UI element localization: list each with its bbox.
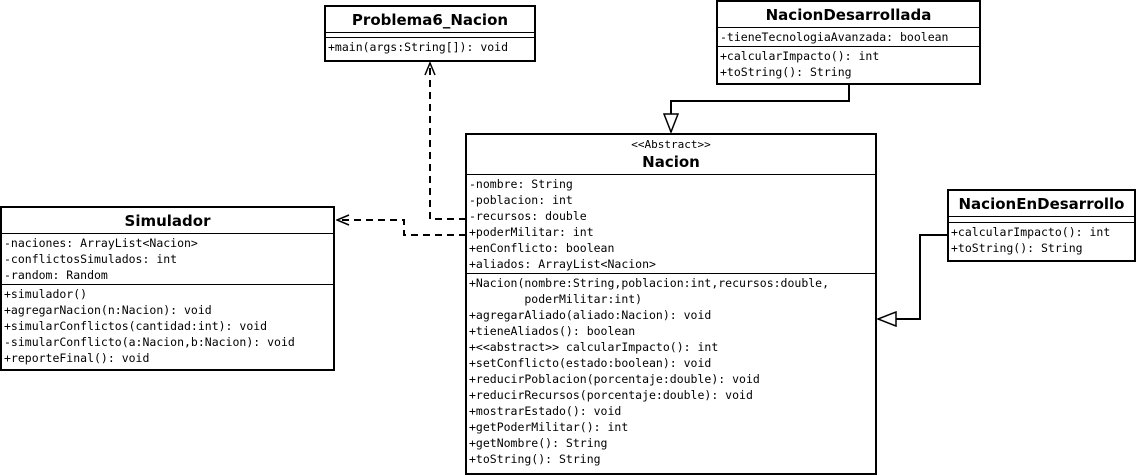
class-name: Nacion xyxy=(642,153,700,171)
operation: +reducirPoblacion(porcentaje:double): vo… xyxy=(469,372,760,386)
operations-compartment: +Nacion(nombre:String,poblacion:int,recu… xyxy=(467,274,875,468)
attribute: -recursos: double xyxy=(469,209,587,223)
attribute: +poderMilitar: int xyxy=(469,225,594,239)
operation: -simularConflicto(a:Nacion,b:Nacion): vo… xyxy=(4,335,295,349)
generalization-nacion-desarrollada xyxy=(671,84,850,132)
operation: +agregarAliado(aliado:Nacion): void xyxy=(469,308,712,322)
operation: +simulador() xyxy=(4,287,88,301)
operation: +toString(): String xyxy=(720,65,852,79)
operation: +simularConflictos(cantidad:int): void xyxy=(4,319,268,333)
operation: +main(args:String[]): void xyxy=(328,40,509,54)
class-header: NacionDesarrollada xyxy=(718,2,979,28)
attribute: -tieneTecnologiaAvanzada: boolean xyxy=(720,30,949,44)
class-nacion-en-desarrollo[interactable]: NacionEnDesarrollo +calcularImpacto(): i… xyxy=(947,189,1136,262)
operations-compartment: +main(args:String[]): void xyxy=(326,38,534,56)
class-nacion-desarrollada[interactable]: NacionDesarrollada -tieneTecnologiaAvanz… xyxy=(716,0,981,85)
attributes-compartment: -tieneTecnologiaAvanzada: boolean xyxy=(718,28,979,47)
attribute: -random: Random xyxy=(4,268,108,282)
operation: +reporteFinal(): void xyxy=(4,351,150,365)
operation: +setConflicto(estado:boolean): void xyxy=(469,356,712,370)
operation: +Nacion(nombre:String,poblacion:int,recu… xyxy=(469,276,830,290)
attributes-compartment: -nombre: String -poblacion: int -recurso… xyxy=(467,175,875,274)
operation: +toString(): String xyxy=(469,452,601,466)
class-name: NacionEnDesarrollo xyxy=(958,195,1125,213)
attribute: -naciones: ArrayList<Nacion> xyxy=(4,236,198,250)
operation: poderMilitar:int) xyxy=(469,292,643,306)
class-header: Problema6_Nacion xyxy=(326,7,534,33)
operation: +toString(): String xyxy=(951,241,1083,255)
attributes-compartment xyxy=(326,33,534,38)
dependency-nacion-to-problema6 xyxy=(430,63,466,220)
class-name: Problema6_Nacion xyxy=(351,11,509,29)
operation: +calcularImpacto(): int xyxy=(720,49,880,63)
operation: +getNombre(): String xyxy=(469,436,608,450)
attribute: -poblacion: int xyxy=(469,193,573,207)
generalization-nacion-en-desarrollo xyxy=(878,234,948,319)
operation: +getPoderMilitar(): int xyxy=(469,420,629,434)
class-name: NacionDesarrollada xyxy=(765,6,932,24)
attribute: +enConflicto: boolean xyxy=(469,241,615,255)
operation: +mostrarEstado(): void xyxy=(469,404,622,418)
stereotype-label: <<Abstract>> xyxy=(631,138,711,151)
attribute: -nombre: String xyxy=(469,177,573,191)
dependency-nacion-to-simulador xyxy=(337,220,466,236)
operation: +reducirRecursos(porcentaje:double): voi… xyxy=(469,388,753,402)
class-nacion[interactable]: <<Abstract>> Nacion -nombre: String -pob… xyxy=(465,133,877,475)
class-header: NacionEnDesarrollo xyxy=(949,191,1134,217)
class-name: Simulador xyxy=(124,212,211,230)
class-header: <<Abstract>> Nacion xyxy=(467,135,875,175)
class-header: Simulador xyxy=(2,208,333,234)
class-simulador[interactable]: Simulador -naciones: ArrayList<Nacion> -… xyxy=(0,206,335,371)
operation: +<<abstract>> calcularImpacto(): int xyxy=(469,340,719,354)
attribute: -conflictosSimulados: int xyxy=(4,252,178,266)
operation: +calcularImpacto(): int xyxy=(951,225,1111,239)
class-problema6-nacion[interactable]: Problema6_Nacion +main(args:String[]): v… xyxy=(324,5,536,62)
attributes-compartment xyxy=(949,217,1134,223)
attributes-compartment: -naciones: ArrayList<Nacion> -conflictos… xyxy=(2,234,333,285)
operations-compartment: +calcularImpacto(): int +toString(): Str… xyxy=(718,47,979,81)
operations-compartment: +calcularImpacto(): int +toString(): Str… xyxy=(949,223,1134,257)
operation: +agregarNacion(n:Nacion): void xyxy=(4,303,212,317)
operation: +tieneAliados(): boolean xyxy=(469,324,636,338)
attribute: +aliados: ArrayList<Nacion> xyxy=(469,257,656,271)
operations-compartment: +simulador() +agregarNacion(n:Nacion): v… xyxy=(2,285,333,367)
